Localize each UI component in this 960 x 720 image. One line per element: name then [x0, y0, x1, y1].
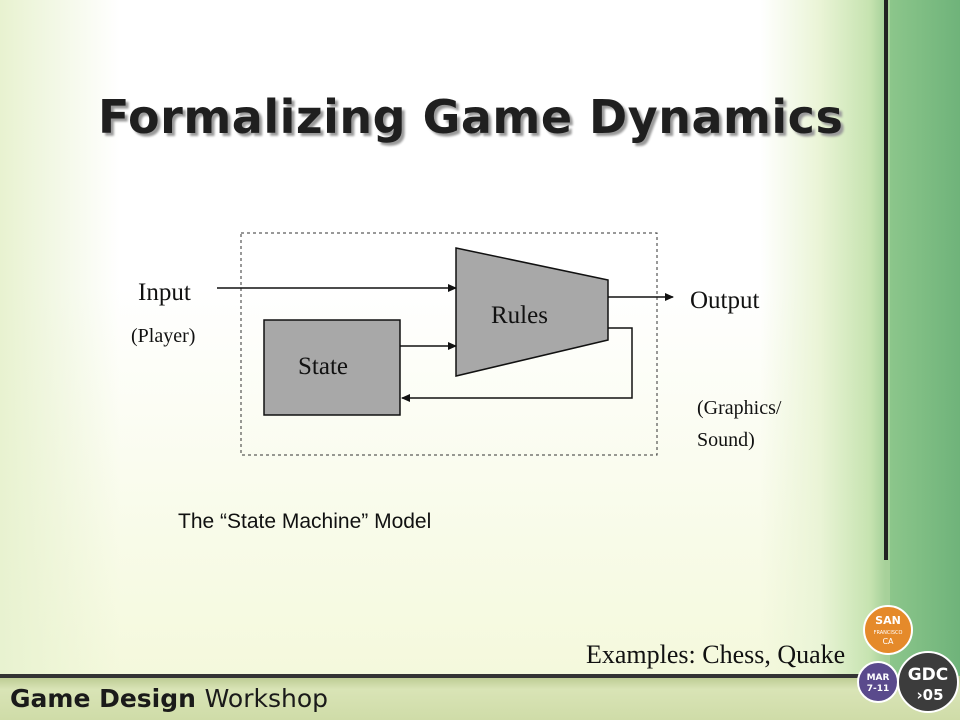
logo-state: CA: [882, 637, 894, 646]
output-label: Output: [690, 287, 760, 314]
logo-date-1: MAR: [867, 673, 890, 683]
logo-city-2: FRANCISCO: [874, 630, 903, 636]
rules-block: [455, 247, 609, 377]
logo-year: ›05: [916, 686, 943, 704]
feedback-loop-arrow: [401, 327, 633, 402]
footer-brand: Game Design Workshop: [10, 684, 328, 713]
footer-brand-bold: Game Design: [10, 684, 196, 713]
diagram-caption: The “State Machine” Model: [178, 510, 432, 533]
right-decor-strip: [890, 0, 960, 720]
examples-text: Examples: Chess, Quake: [586, 640, 846, 669]
footer-brand-light: Workshop: [204, 684, 329, 713]
output-sub-label-2: Sound): [697, 429, 755, 451]
logo-date-2: 7-11: [867, 684, 890, 694]
footer-bar: [0, 676, 960, 720]
logo-city: SAN: [875, 614, 901, 627]
input-sub-label: (Player): [131, 325, 195, 347]
logo-mark: GDC: [908, 665, 949, 685]
logo-dark-circle: [897, 651, 959, 713]
state-block: [263, 319, 401, 416]
state-label: State: [298, 353, 348, 380]
right-decor-rule: [884, 0, 888, 560]
system-boundary: [240, 232, 658, 456]
slide-title: Formalizing Game Dynamics: [98, 90, 844, 144]
input-label: Input: [138, 279, 191, 306]
logo-orange-circle: [863, 605, 913, 655]
rules-label: Rules: [491, 302, 548, 329]
output-sub-label-1: (Graphics/: [697, 397, 782, 419]
background-tint: [0, 0, 120, 720]
gdc-logo: SAN FRANCISCO CA MAR 7-11 GDC ›05: [857, 605, 959, 713]
footer-rule: [0, 674, 860, 678]
